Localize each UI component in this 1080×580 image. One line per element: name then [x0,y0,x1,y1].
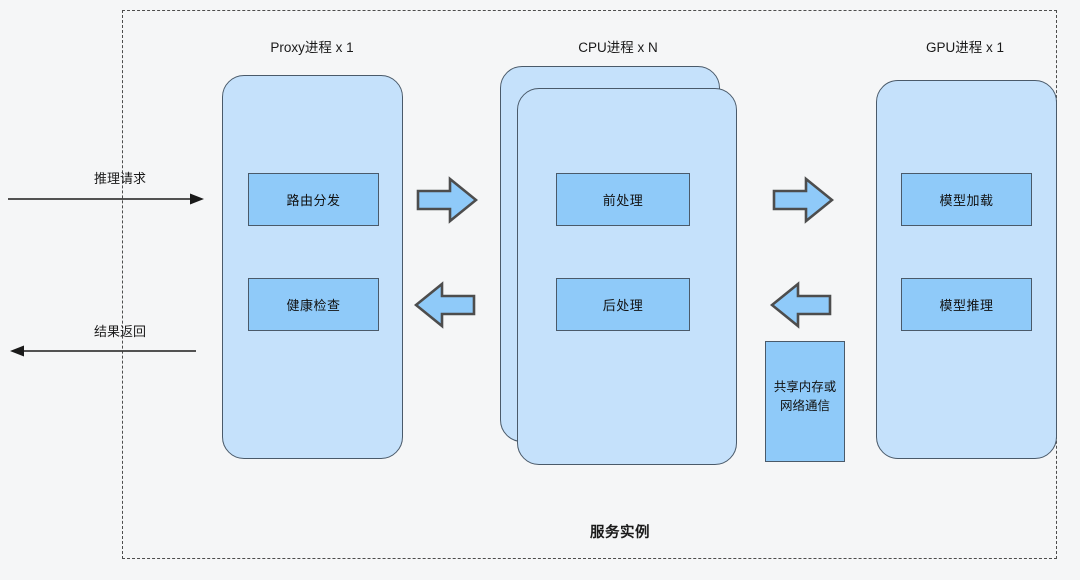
cpu-process-card-front [517,88,737,465]
result-return-label: 结果返回 [93,324,146,339]
cpu-unit-postprocess: 后处理 [556,278,690,331]
service-instance-label: 服务实例 [590,525,650,541]
gpu-process-card [876,80,1057,459]
result-return-arrow-icon [10,345,196,357]
column-title-cpu: CPU进程 x N [578,40,658,55]
gpu-unit-model-load: 模型加载 [901,173,1032,226]
inference-request-arrow-icon [8,193,204,205]
gpu-unit-model-inference: 模型推理 [901,278,1032,331]
proxy-process-card [222,75,403,459]
column-title-proxy: Proxy进程 x 1 [270,40,354,55]
arrow-left-gpu-to-cpu-icon [770,281,832,329]
arrow-right-proxy-to-cpu-icon [416,176,478,224]
cpu-unit-preprocess: 前处理 [556,173,690,226]
proxy-unit-route-dispatch: 路由分发 [248,173,379,226]
shared-memory-or-network-box: 共享内存或 网络通信 [765,341,845,462]
column-title-gpu: GPU进程 x 1 [925,40,1004,55]
arrow-right-cpu-to-gpu-icon [772,176,834,224]
proxy-unit-health-check: 健康检查 [248,278,379,331]
arrow-left-cpu-to-proxy-icon [414,281,476,329]
inference-request-label: 推理请求 [93,171,146,186]
